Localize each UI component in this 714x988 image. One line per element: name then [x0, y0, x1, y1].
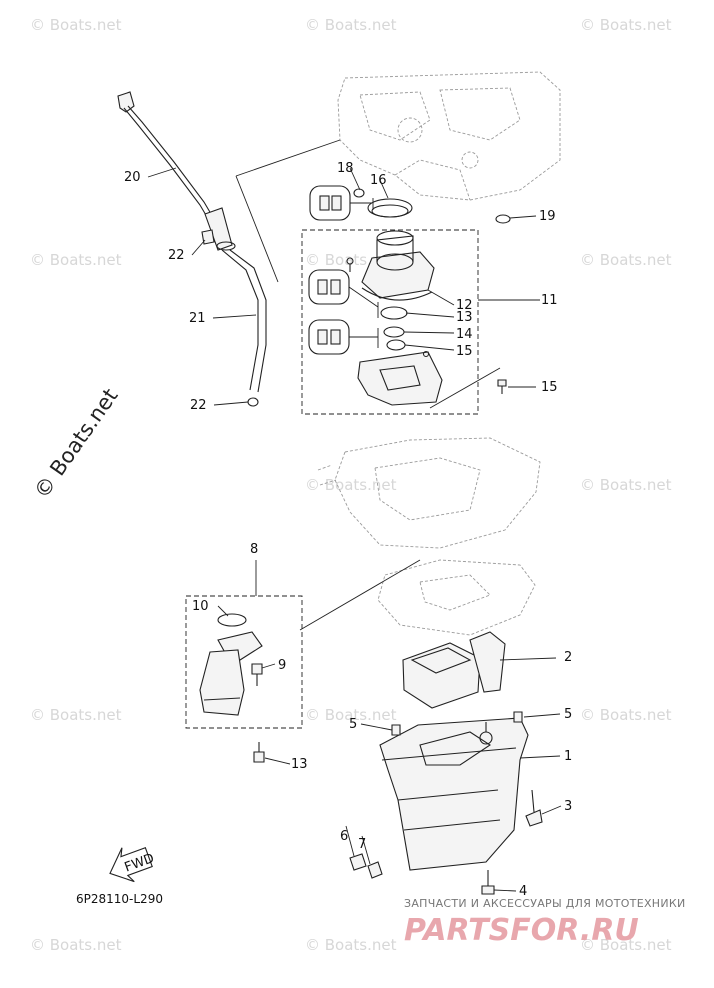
- dipstick-assembly: [117, 91, 267, 407]
- callout-12: 11: [541, 293, 558, 308]
- upper-casing-ghost: [317, 437, 541, 636]
- callout-16: 16: [370, 173, 387, 188]
- forward-direction-indicator: FWD: [109, 847, 156, 883]
- callout-3: 3: [564, 799, 572, 814]
- watermark: © Boats.net: [580, 936, 672, 954]
- watermark: © Boats.net: [580, 706, 672, 724]
- oil-pan: [379, 631, 529, 871]
- callout-14: 13: [456, 310, 473, 325]
- callout-19: 20: [124, 170, 141, 185]
- callout-10: 10: [192, 599, 209, 614]
- callout-9: 9: [278, 658, 286, 673]
- callout-1: 1: [564, 749, 572, 764]
- vendor-banner: ЗАПЧАСТИ И АКСЕССУАРЫ ДЛЯ МОТОТЕХНИКИ PA…: [404, 897, 686, 948]
- watermark: © Boats.net: [305, 16, 397, 34]
- watermark: © Boats.net: [30, 936, 122, 954]
- side-watermark: © Boats.net: [29, 384, 122, 503]
- watermark: © Boats.net: [305, 936, 397, 954]
- seal-detail-callouts: [308, 185, 379, 355]
- callout-18: 18: [337, 161, 354, 176]
- watermark: © Boats.net: [580, 16, 672, 34]
- callout-11: 13: [291, 757, 308, 772]
- banner-logo: PARTSFOR.RU: [404, 913, 639, 948]
- callout-21: 22: [190, 398, 207, 413]
- callout-7: 7: [358, 837, 366, 852]
- watermark: © Boats.net: [305, 476, 397, 494]
- watermark: © Boats.net: [30, 706, 122, 724]
- callout-15: 14: [456, 327, 473, 342]
- watermark: © Boats.net: [30, 16, 122, 34]
- watermark: © Boats.net: [305, 706, 397, 724]
- banner-text: ЗАПЧАСТИ И АКСЕССУАРЫ ДЛЯ МОТОТЕХНИКИ: [404, 897, 686, 910]
- callout-8: 8: [250, 542, 258, 557]
- callout-13: 12: [456, 298, 473, 313]
- diagram-code: 6P28110-L290: [76, 892, 163, 906]
- callout-2: 2: [564, 650, 572, 665]
- callout-6: 6: [340, 829, 348, 844]
- callout-labels: 18 16 19 11 12 13 14 15 15 20 22 21 22 8…: [124, 161, 572, 899]
- callout-5: 5: [349, 717, 357, 732]
- callout-15: 15: [456, 344, 473, 359]
- callout-18: 19: [539, 209, 556, 224]
- watermark: © Boats.net: [580, 476, 672, 494]
- oil-pan-fasteners: [349, 711, 543, 895]
- callout-20: 21: [189, 311, 206, 326]
- callout-22: 22: [168, 248, 185, 263]
- strainer-assembly: [301, 188, 511, 415]
- watermark-layer: © Boats.net © Boats.net © Boats.net © Bo…: [29, 16, 671, 954]
- oil-strainer-pipe: [185, 595, 303, 763]
- callout-5: 5: [564, 707, 572, 722]
- watermark: © Boats.net: [580, 251, 672, 269]
- callout-17: 15: [541, 380, 558, 395]
- callout-4: 4: [519, 884, 527, 899]
- leader-lines: [147, 139, 562, 892]
- watermark: © Boats.net: [30, 251, 122, 269]
